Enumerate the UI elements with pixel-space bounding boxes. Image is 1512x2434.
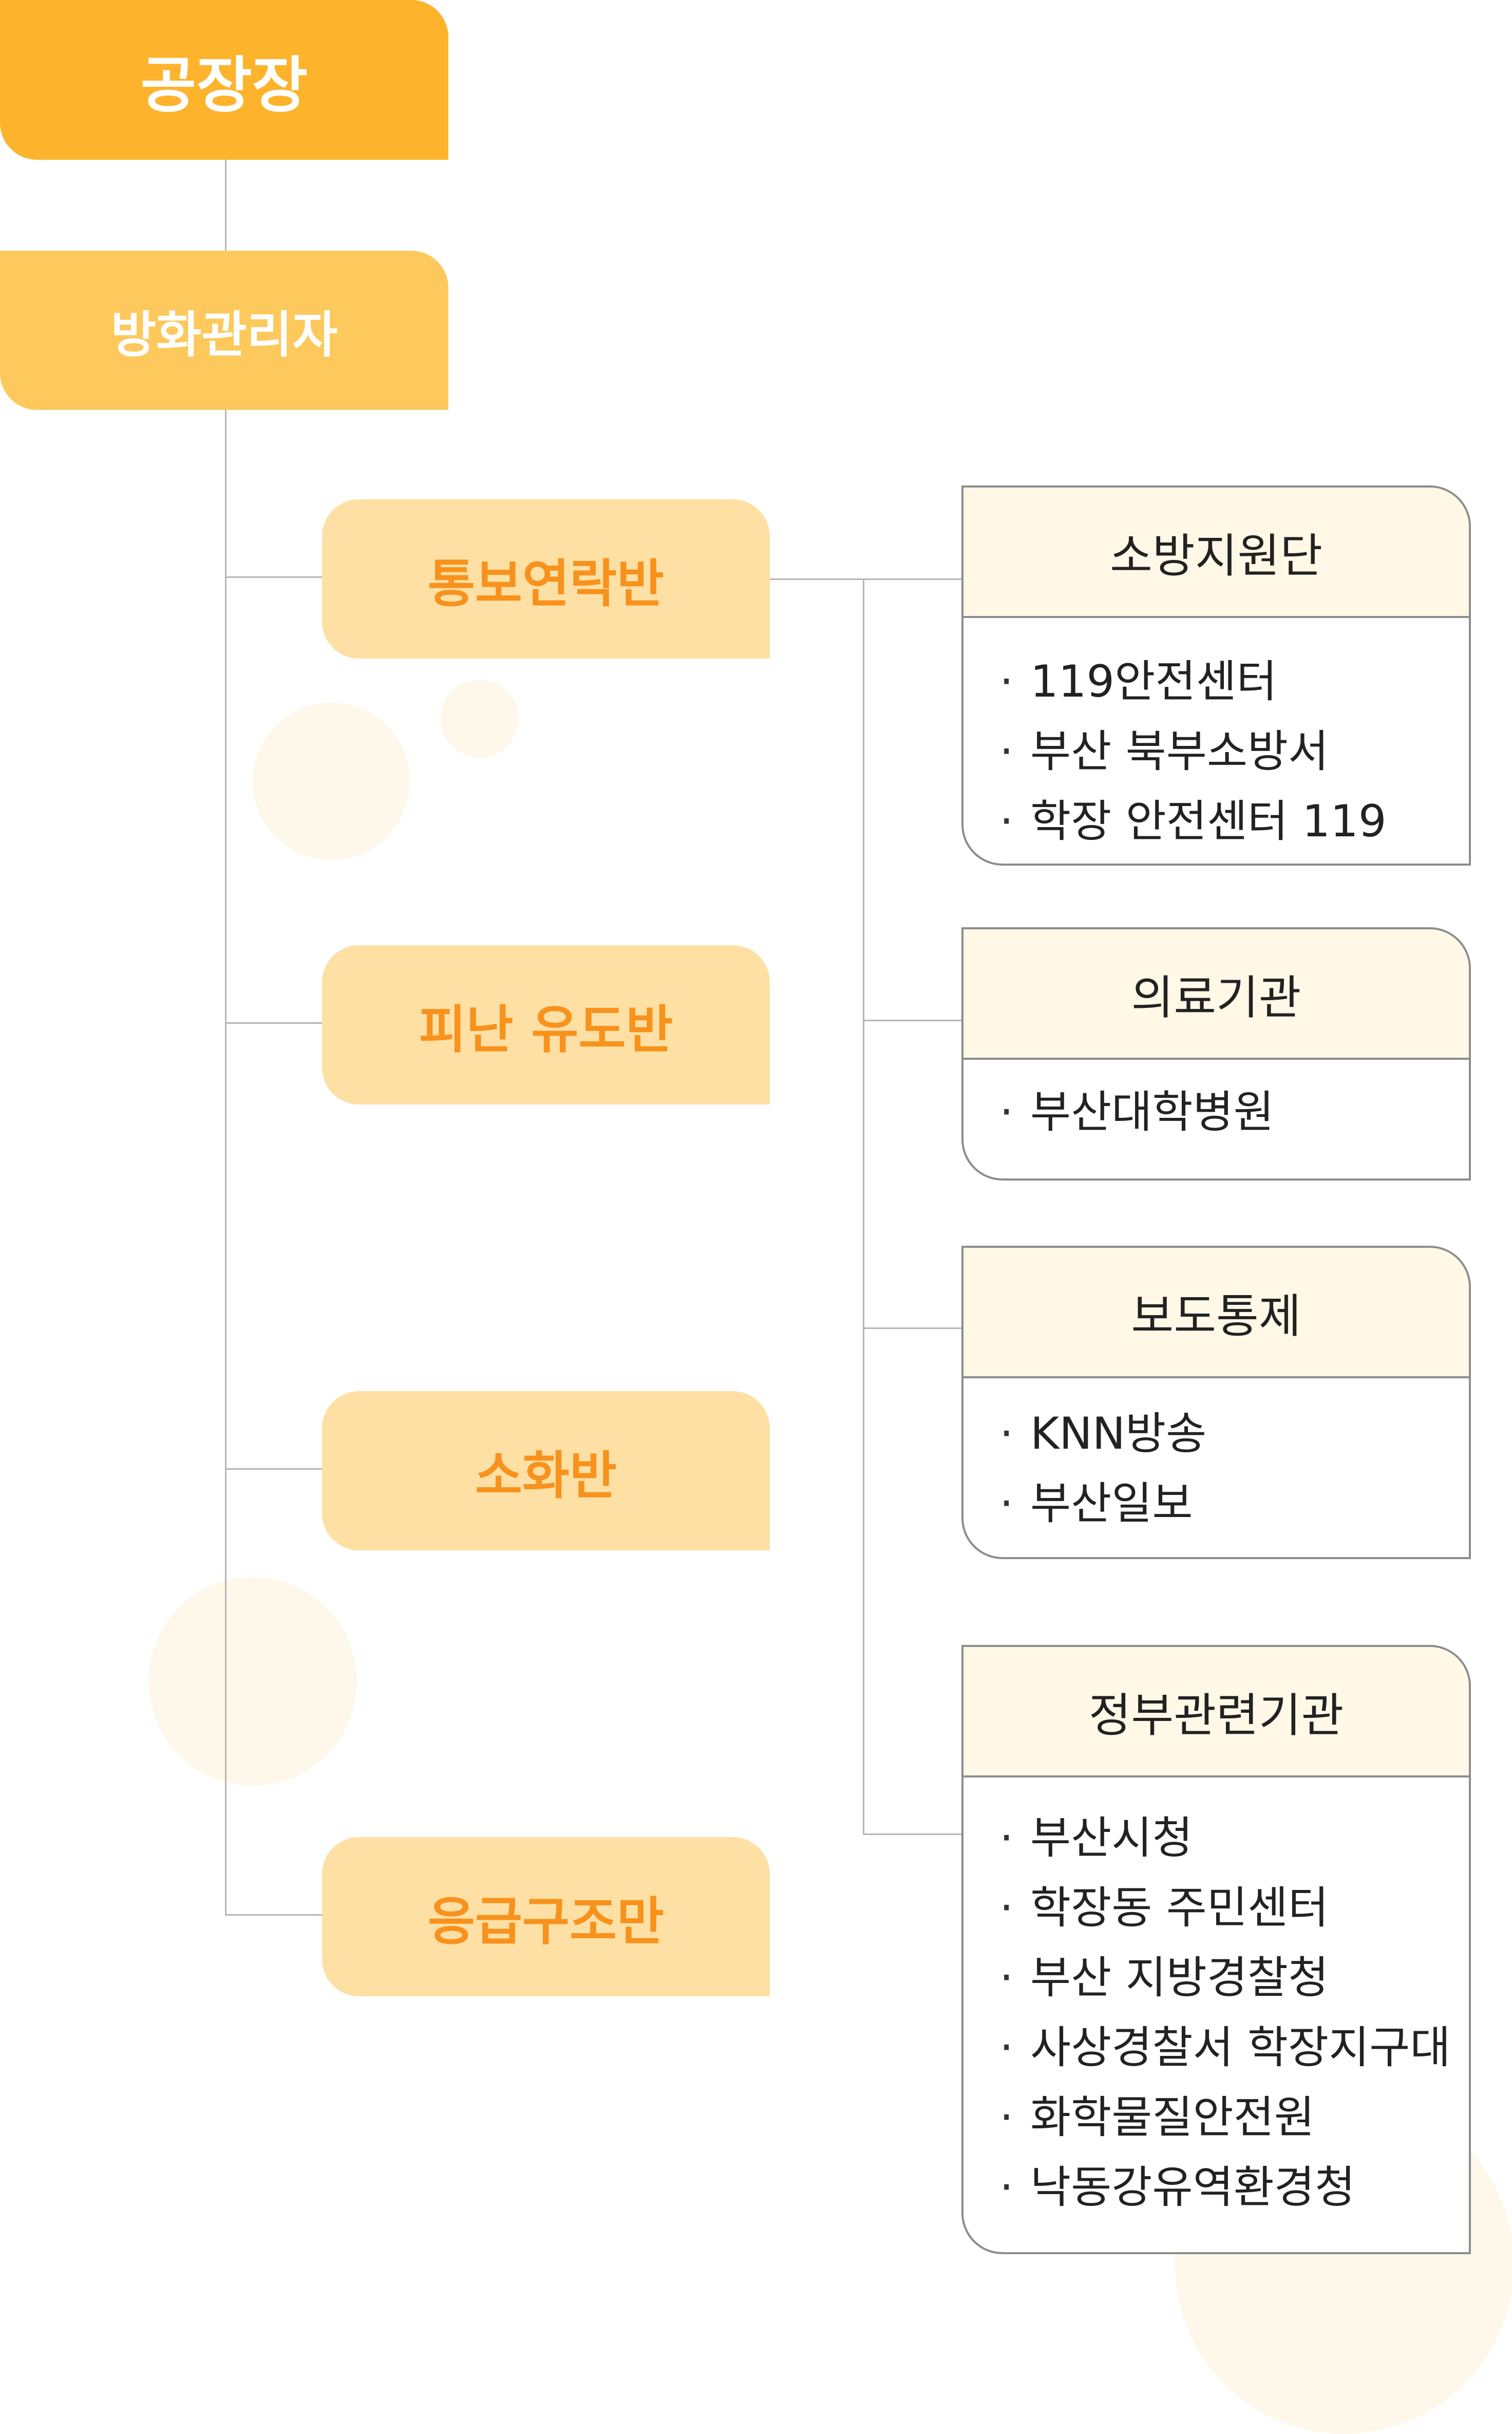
decor-circle <box>441 680 519 758</box>
factory-manager-node: 공장장 <box>0 0 448 160</box>
team-notification-node: 통보연락반 <box>322 499 770 659</box>
connector-line <box>863 1327 961 1329</box>
connector-line <box>225 576 322 578</box>
org-card-fire-support: 소방지원단 119안전센터 부산 북부소방서 학장 안전센터 119 <box>961 485 1471 866</box>
org-card-list: 부산시청 학장동 주민센터 부산 지방경찰청 사상경찰서 학장지구대 화학물질안… <box>963 1777 1469 2222</box>
team-label: 피난 유도반 <box>419 999 673 1060</box>
connector-line <box>770 578 961 580</box>
team-label: 통보연락반 <box>428 553 664 614</box>
list-item: 낙동강유역환경청 <box>999 2152 1469 2222</box>
team-rescue-node: 응급구조만 <box>322 1837 770 1996</box>
list-item: 119안전센터 <box>999 647 1469 717</box>
org-card-list: 119안전센터 부산 북부소방서 학장 안전센터 119 <box>963 618 1469 856</box>
org-card-list: 부산대학병원 <box>963 1060 1469 1147</box>
team-firefighting-node: 소화반 <box>322 1391 770 1550</box>
list-item: 부산 북부소방서 <box>999 717 1469 787</box>
org-card-title: 소방지원단 <box>963 488 1469 618</box>
list-item: 부산시청 <box>999 1803 1469 1873</box>
team-label: 소화반 <box>475 1445 617 1506</box>
connector-line <box>225 1914 322 1916</box>
list-item: 부산 지방경찰청 <box>999 1943 1469 2013</box>
connector-line <box>863 1833 961 1835</box>
list-item: 부산일보 <box>999 1469 1469 1539</box>
team-evacuation-node: 피난 유도반 <box>322 945 770 1104</box>
factory-manager-label: 공장장 <box>140 50 308 121</box>
decor-circle <box>148 1577 357 1786</box>
fire-safety-manager-node: 방화관리자 <box>0 251 448 410</box>
org-card-list: KNN방송 부산일보 <box>963 1378 1469 1539</box>
decor-circle <box>253 703 410 860</box>
org-card-government: 정부관련기관 부산시청 학장동 주민센터 부산 지방경찰청 사상경찰서 학장지구… <box>961 1645 1471 2254</box>
list-item: 사상경찰서 학장지구대 <box>999 2013 1469 2083</box>
list-item: 학장 안전센터 119 <box>999 787 1469 856</box>
org-card-title: 보도통제 <box>963 1248 1469 1378</box>
connector-line <box>225 1022 322 1024</box>
connector-line <box>225 1468 322 1470</box>
org-card-press: 보도통제 KNN방송 부산일보 <box>961 1246 1471 1559</box>
team-label: 응급구조만 <box>428 1891 664 1952</box>
list-item: 화학물질안전원 <box>999 2083 1469 2152</box>
connector-line <box>863 1020 961 1021</box>
connector-line <box>863 578 864 1835</box>
list-item: 학장동 주민센터 <box>999 1873 1469 1943</box>
org-card-medical: 의료기관 부산대학병원 <box>961 927 1471 1181</box>
connector-line <box>225 160 226 251</box>
list-item: 부산대학병원 <box>999 1077 1469 1147</box>
fire-safety-manager-label: 방화관리자 <box>110 306 338 364</box>
list-item: KNN방송 <box>999 1399 1469 1469</box>
org-card-title: 정부관련기관 <box>963 1647 1469 1777</box>
org-card-title: 의료기관 <box>963 929 1469 1060</box>
connector-line <box>225 410 226 1915</box>
